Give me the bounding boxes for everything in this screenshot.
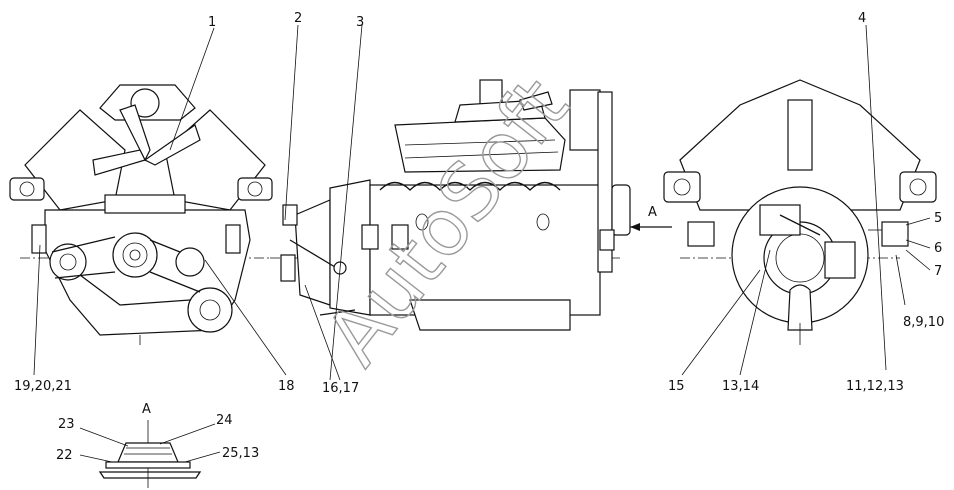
rear-side-bracket bbox=[824, 241, 856, 279]
callout-5: 5 bbox=[934, 211, 942, 226]
side-mount-1 bbox=[361, 224, 379, 250]
leader-15 bbox=[681, 269, 761, 376]
flywheel-housing bbox=[294, 199, 331, 306]
timing-cover bbox=[104, 194, 186, 214]
compressor bbox=[187, 287, 233, 333]
rear-bracket-top bbox=[759, 204, 801, 236]
callout-22: 22 bbox=[56, 448, 73, 463]
left-exhaust-port bbox=[9, 177, 45, 201]
callout-24: 24 bbox=[216, 413, 233, 428]
leader-23 bbox=[79, 427, 129, 447]
main-pulley-hub bbox=[129, 249, 141, 261]
callout-8-10: 8,9,10 bbox=[903, 315, 944, 330]
rear-exhaust-right-hole bbox=[909, 178, 927, 196]
callout-labels: 1 2 3 4 5 6 7 8,9,10 11,12,13 13,14 15 1… bbox=[14, 11, 944, 463]
side-mount-front bbox=[599, 229, 615, 251]
generator-pulley bbox=[175, 247, 205, 277]
view-arrow-a-label: A bbox=[648, 205, 657, 220]
leader-18 bbox=[204, 259, 287, 376]
plug-detail bbox=[415, 213, 429, 231]
front-damper bbox=[611, 184, 631, 236]
callout-6: 6 bbox=[934, 241, 942, 256]
callout-25-13: 25,13 bbox=[222, 446, 259, 461]
rear-mount-right bbox=[881, 221, 909, 247]
cushion-base-plate bbox=[105, 461, 191, 469]
oil-pan bbox=[409, 299, 571, 331]
leader-lines bbox=[33, 24, 931, 463]
callout-7: 7 bbox=[934, 264, 942, 279]
rear-mount-bottom bbox=[280, 254, 296, 282]
valve-cover-ribs bbox=[404, 139, 559, 159]
fan-blade bbox=[92, 149, 146, 176]
leader-19-21 bbox=[33, 244, 41, 376]
callout-11-13: 11,12,13 bbox=[846, 379, 904, 394]
leader-24 bbox=[159, 423, 216, 445]
front-mount-right bbox=[225, 224, 241, 254]
right-exhaust-port bbox=[237, 177, 273, 201]
leader-1 bbox=[169, 27, 215, 151]
rear-spring bbox=[779, 214, 821, 236]
cushion-layers bbox=[124, 447, 172, 455]
front-view-engine bbox=[9, 84, 273, 345]
callout-23: 23 bbox=[58, 417, 75, 432]
front-mount-left bbox=[31, 224, 47, 254]
fan-blade bbox=[143, 124, 201, 166]
leader-2 bbox=[284, 24, 299, 221]
fan-blade bbox=[119, 104, 151, 162]
rear-exhaust-right bbox=[899, 171, 937, 203]
rear-exhaust-left-hole bbox=[673, 178, 691, 196]
leader-22 bbox=[79, 454, 113, 463]
drive-belts bbox=[51, 236, 201, 293]
crankcase bbox=[369, 184, 601, 316]
callout-3: 3 bbox=[356, 15, 364, 30]
frame-bracket bbox=[98, 471, 202, 479]
right-exhaust-hole bbox=[247, 181, 263, 197]
crank-pulley-left bbox=[49, 243, 87, 281]
rear-exhaust-left bbox=[663, 171, 701, 203]
mount-bracket-linkage bbox=[289, 239, 356, 316]
view-a-arrowhead bbox=[630, 223, 640, 231]
leader-25-13 bbox=[184, 451, 221, 463]
callout-13-14: 13,14 bbox=[722, 379, 759, 394]
leader-7 bbox=[905, 249, 931, 271]
detail-a-title: A bbox=[142, 402, 151, 417]
callout-1: 1 bbox=[208, 15, 216, 30]
leader-8-10 bbox=[895, 254, 906, 306]
crank-pulley-left-hub bbox=[59, 253, 77, 271]
leader-3 bbox=[329, 24, 363, 381]
main-pulley bbox=[112, 232, 158, 278]
leader-4-11 bbox=[865, 24, 887, 371]
rear-mount-top bbox=[282, 204, 298, 226]
exhaust-manifold bbox=[379, 181, 561, 191]
side-mount-2 bbox=[391, 224, 409, 250]
rear-mount-left bbox=[687, 221, 715, 247]
leader-13-14 bbox=[739, 249, 771, 376]
leader-16-17 bbox=[304, 284, 341, 381]
compressor-hub bbox=[199, 299, 221, 321]
leader-5 bbox=[905, 217, 931, 226]
left-cylinder-bank bbox=[24, 109, 126, 211]
callout-16-17: 16,17 bbox=[322, 381, 359, 396]
callout-19-21: 19,20,21 bbox=[14, 379, 72, 394]
callout-18: 18 bbox=[278, 379, 295, 394]
callout-15: 15 bbox=[668, 379, 685, 394]
leader-6 bbox=[905, 239, 931, 249]
belt-lower bbox=[79, 274, 191, 306]
callout-2: 2 bbox=[294, 11, 302, 26]
plug-detail bbox=[536, 213, 550, 231]
oil-filler bbox=[519, 91, 553, 111]
rear-distributor bbox=[787, 99, 813, 171]
starter-opening bbox=[787, 284, 813, 331]
callout-4: 4 bbox=[858, 11, 866, 26]
carburetor-top bbox=[130, 88, 160, 118]
detail-a-cushion bbox=[98, 420, 202, 488]
main-pulley-inner bbox=[122, 242, 148, 268]
side-view-engine bbox=[270, 79, 672, 331]
left-exhaust-hole bbox=[19, 181, 35, 197]
rear-view-engine bbox=[663, 79, 937, 345]
front-pulley-stack bbox=[597, 91, 613, 273]
